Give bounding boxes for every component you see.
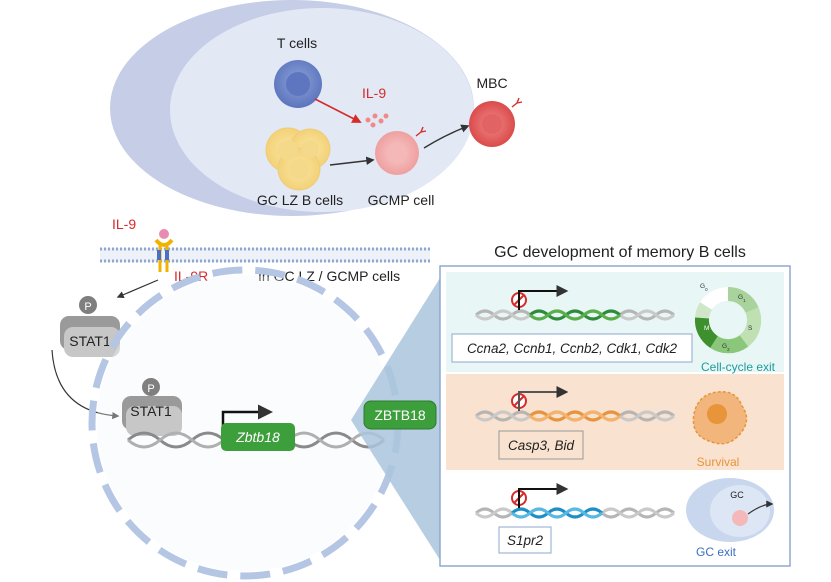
gc-lz-b-cells-icon [265, 127, 331, 191]
gcmp-cell-label: GCMP cell [368, 192, 435, 208]
phase-s-label: S [748, 325, 753, 332]
cell-cycle-genes: Ccna2, Ccnb1, Ccnb2, Cdk1, Cdk2 [467, 341, 678, 356]
survival-genes: Casp3, Bid [508, 438, 575, 453]
mbc-label: MBC [476, 75, 507, 91]
right-arrow-icon [518, 285, 569, 310]
gc-exit-label: GC exit [696, 545, 737, 559]
membrane-context-label: In GC LZ / GCMP cells [258, 268, 400, 284]
right-arrow-icon [518, 386, 569, 411]
cell-cycle-genes-box [451, 333, 693, 363]
il9-cytokine-icon [365, 113, 389, 128]
gc-exit-icon [686, 478, 774, 542]
gc-exit-genes-box [498, 526, 552, 554]
differentiation-arrow [329, 156, 375, 166]
stat1-cytoplasm-label: STAT1 [69, 333, 111, 349]
gcmp-cell-icon [375, 126, 427, 175]
cell-cycle-dna-icon [475, 309, 675, 321]
survival-cell-icon [692, 391, 748, 445]
t-cell-icon [274, 60, 322, 108]
phospho-nuclear-label: P [147, 383, 154, 395]
il9-secretion-arrow [314, 98, 362, 123]
cell-membrane [100, 247, 430, 263]
phase-g2-label: G2 [722, 343, 730, 352]
mbc-cell-icon [469, 97, 523, 147]
stat1-cytoplasm-icon [60, 296, 120, 357]
survival-dna-icon [475, 410, 675, 422]
t-cells-label: T cells [277, 35, 317, 51]
panel-title: GC development of memory B cells [494, 244, 746, 261]
survival-genes-box [498, 430, 584, 460]
phase-m-label: M [704, 325, 709, 332]
zbtb18-protein-label-front: ZBTB18 [374, 407, 426, 423]
cell-cycle-ring-icon [694, 286, 762, 354]
right-arrow-icon [518, 483, 569, 508]
il9-receptor-icon [154, 229, 174, 272]
phase-g1-label: G1 [738, 294, 746, 303]
nuclear-translocation-arrow [51, 349, 120, 420]
stat1-nuclear-icon [122, 378, 182, 436]
il9-membrane-label: IL-9 [112, 216, 136, 232]
stat1-activation-arrow [116, 279, 159, 299]
stat1-nuclear-label: STAT1 [130, 403, 172, 419]
gc-label: GC [730, 490, 744, 500]
phase-g0-label: G0 [700, 283, 708, 292]
phospho-label: P [84, 301, 91, 313]
gc-exit-genes: S1pr2 [507, 533, 544, 548]
zbtb18-gene-label: Zbtb18 [235, 429, 280, 445]
gc-exit-dna-icon [475, 507, 675, 519]
il9-label: IL-9 [362, 85, 386, 101]
cell-cycle-exit-label: Cell-cycle exit [701, 360, 776, 374]
gc-lz-b-cells-label: GC LZ B cells [257, 192, 343, 208]
survival-label: Survival [697, 455, 740, 469]
zbtb18-gene-box [221, 423, 295, 451]
mbc-arrow [423, 124, 470, 149]
